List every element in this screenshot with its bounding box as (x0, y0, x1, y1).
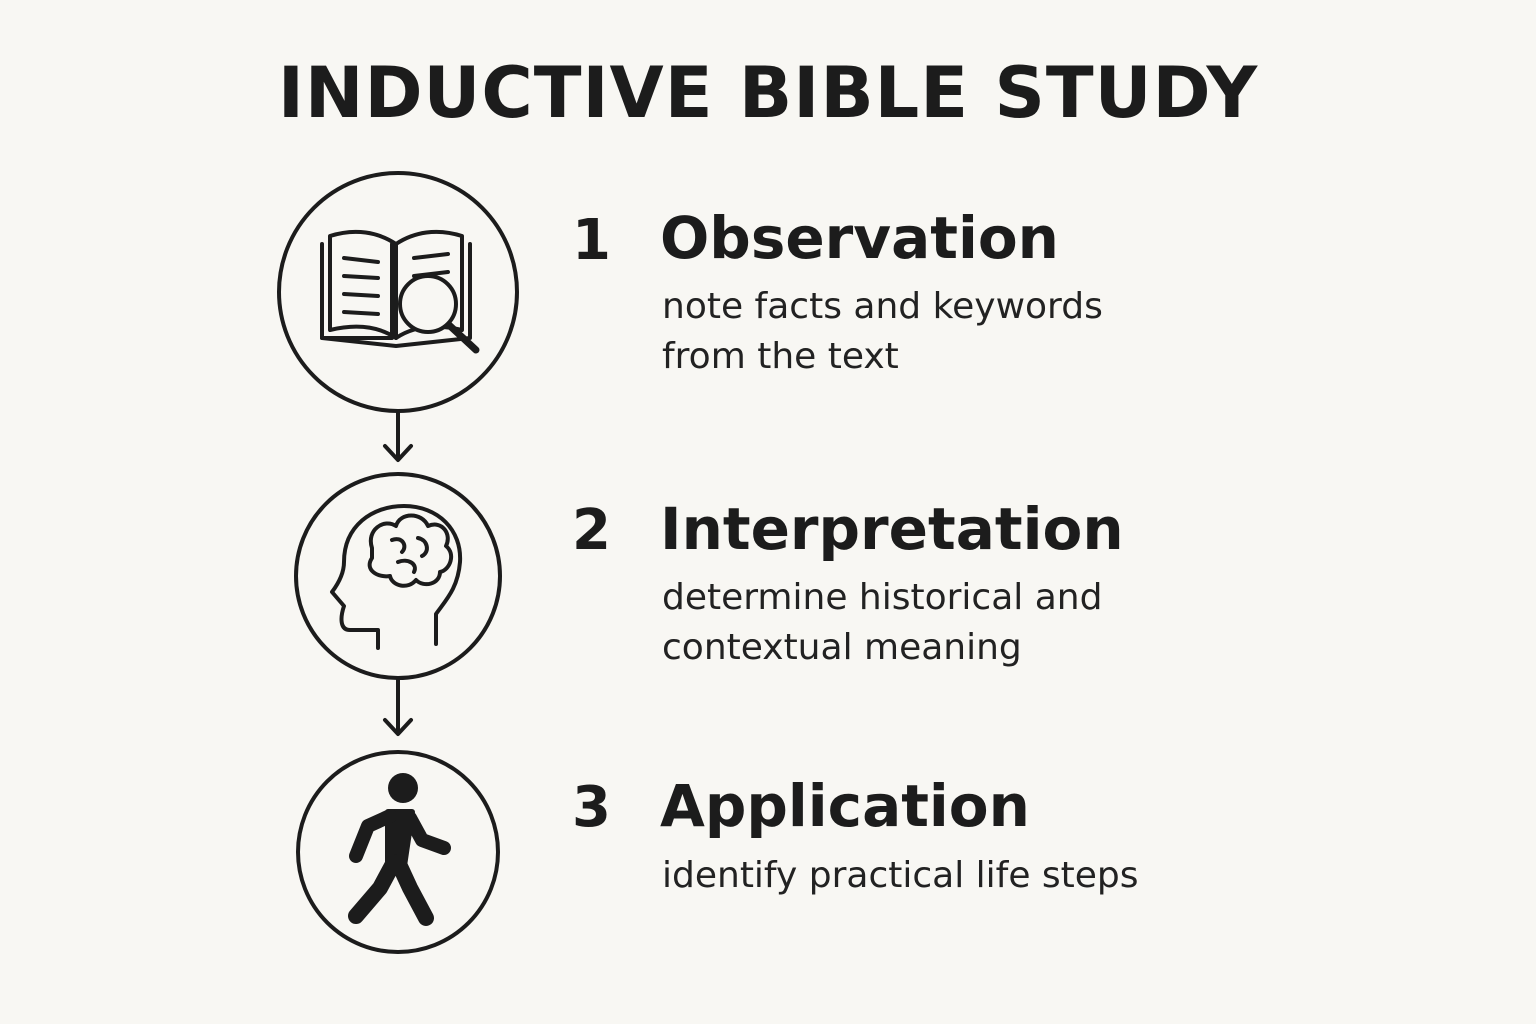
step-3-description-line: identify practical life steps (662, 855, 1139, 896)
step-2-description: determine historical and contextual mean… (662, 573, 1182, 673)
walking-person-icon (348, 773, 451, 926)
arrow-down-2 (383, 676, 413, 736)
step-2-description-line: determine historical and (662, 577, 1103, 618)
step-2-circle (294, 472, 502, 680)
step-3-title: Application (660, 772, 1030, 840)
arrow-down-1 (383, 409, 413, 462)
book-magnifier-icon (320, 229, 480, 354)
step-3-number: 3 (572, 775, 611, 840)
step-1-title: Observation (660, 204, 1059, 272)
step-1-description-line: note facts and keywords (662, 286, 1103, 327)
head-brain-icon (330, 504, 463, 650)
step-2-number: 2 (572, 498, 611, 563)
step-2-title: Interpretation (660, 495, 1124, 563)
step-1-circle (277, 171, 519, 413)
step-1-description-line: from the text (662, 336, 899, 377)
step-3-circle (296, 750, 500, 954)
step-2-description-line: contextual meaning (662, 627, 1022, 668)
step-3-description: identify practical life steps (662, 851, 1182, 901)
step-1-number: 1 (572, 208, 611, 273)
page-title: INDUCTIVE BIBLE STUDY (277, 52, 1259, 134)
step-1-description: note facts and keywords from the text (662, 282, 1182, 382)
